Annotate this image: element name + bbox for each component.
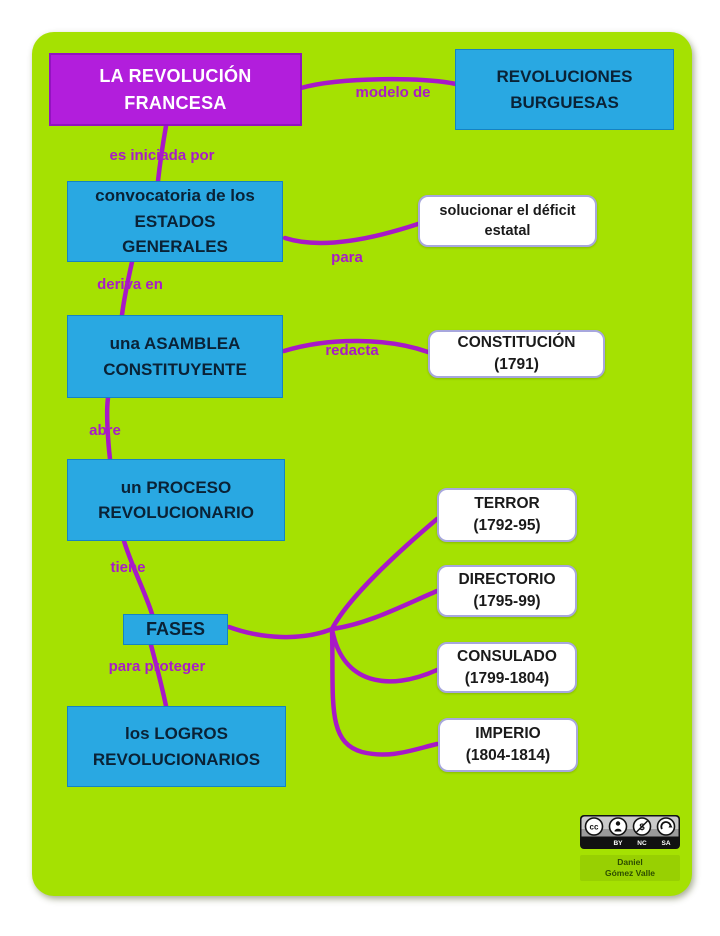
edge-label-para: para <box>331 249 363 266</box>
node-text: FRANCESA <box>124 92 227 113</box>
node-text: (1799-1804) <box>464 669 550 687</box>
edge-label-es-iniciada-por: es iniciada por <box>109 147 215 164</box>
author-first-name: Daniel <box>617 857 643 867</box>
svg-text:$: $ <box>639 822 645 833</box>
node-text: (1791) <box>494 356 539 373</box>
node-text: convocatoria de los <box>95 186 255 206</box>
node-text: GENERALES <box>122 237 228 257</box>
node-text: una ASAMBLEA <box>109 334 241 353</box>
node-revoluciones-burguesas: REVOLUCIONES BURGUESAS <box>455 49 674 130</box>
author-credit: Daniel Gómez Valle <box>580 855 680 882</box>
edge-label-para-proteger: para proteger <box>108 658 206 675</box>
node-text: un PROCESO <box>120 477 232 497</box>
svg-text:cc: cc <box>590 823 599 832</box>
node-text: solucionar el déficit <box>439 202 576 219</box>
node-imperio: IMPERIO (1804-1814) <box>438 718 578 772</box>
node-text: TERROR <box>474 495 540 513</box>
node-text: ESTADOS <box>134 211 216 231</box>
node-text: CONSULADO <box>457 647 557 665</box>
node-directorio: DIRECTORIO (1795-99) <box>437 565 577 617</box>
edge-label-redacta: redacta <box>325 342 379 359</box>
node-text: REVOLUCIONARIO <box>98 503 254 522</box>
node-text: IMPERIO <box>475 725 541 743</box>
cc-nc-label: NC <box>637 840 647 847</box>
node-consulado: CONSULADO (1799-1804) <box>437 642 577 693</box>
node-proceso-revolucionario: un PROCESO REVOLUCIONARIO <box>67 459 285 541</box>
concept-map-panel: LA REVOLUCIÓN FRANCESA REVOLUCIONES BURG… <box>32 32 692 896</box>
edge-label-deriva-en: deriva en <box>97 276 163 293</box>
node-terror: TERROR (1792-95) <box>437 488 577 542</box>
cc-sa-label: SA <box>661 840 670 847</box>
node-text: REVOLUCIONES <box>496 67 633 86</box>
node-la-revolucion-francesa: LA REVOLUCIÓN FRANCESA <box>49 53 302 126</box>
cc-by-nc-sa-icon: cc $ BY NC SA <box>580 815 680 849</box>
node-text: LA REVOLUCIÓN <box>99 66 252 87</box>
node-text: CONSTITUYENTE <box>103 359 247 379</box>
node-text: (1792-95) <box>473 517 541 534</box>
node-deficit-estatal: solucionar el déficit estatal <box>418 195 597 247</box>
node-text: BURGUESAS <box>510 92 619 112</box>
node-constitucion-1791: CONSTITUCIÓN (1791) <box>428 330 605 378</box>
edge-label-modelo-de: modelo de <box>355 84 431 101</box>
node-text: estatal <box>484 223 531 239</box>
node-text: (1804-1814) <box>465 747 551 764</box>
edge-label-tiene: tiene <box>110 559 146 576</box>
node-text: CONSTITUCIÓN <box>457 334 576 352</box>
node-estados-generales: convocatoria de los ESTADOS GENERALES <box>67 181 283 262</box>
author-last-name: Gómez Valle <box>604 867 656 878</box>
node-logros-revolucionarios: los LOGROS REVOLUCIONARIOS <box>67 706 286 787</box>
creative-commons-badge: cc $ BY NC SA <box>580 815 680 882</box>
node-text: los LOGROS <box>125 724 228 743</box>
node-asamblea-constituyente: una ASAMBLEA CONSTITUYENTE <box>67 315 283 398</box>
edge-label-abre: abre <box>89 422 121 439</box>
node-text: (1795-99) <box>473 593 541 610</box>
node-text: REVOLUCIONARIOS <box>92 749 261 769</box>
cc-by-label: BY <box>613 840 623 847</box>
node-text: FASES <box>145 619 206 639</box>
node-fases: FASES <box>123 614 228 645</box>
node-text: DIRECTORIO <box>458 571 556 589</box>
